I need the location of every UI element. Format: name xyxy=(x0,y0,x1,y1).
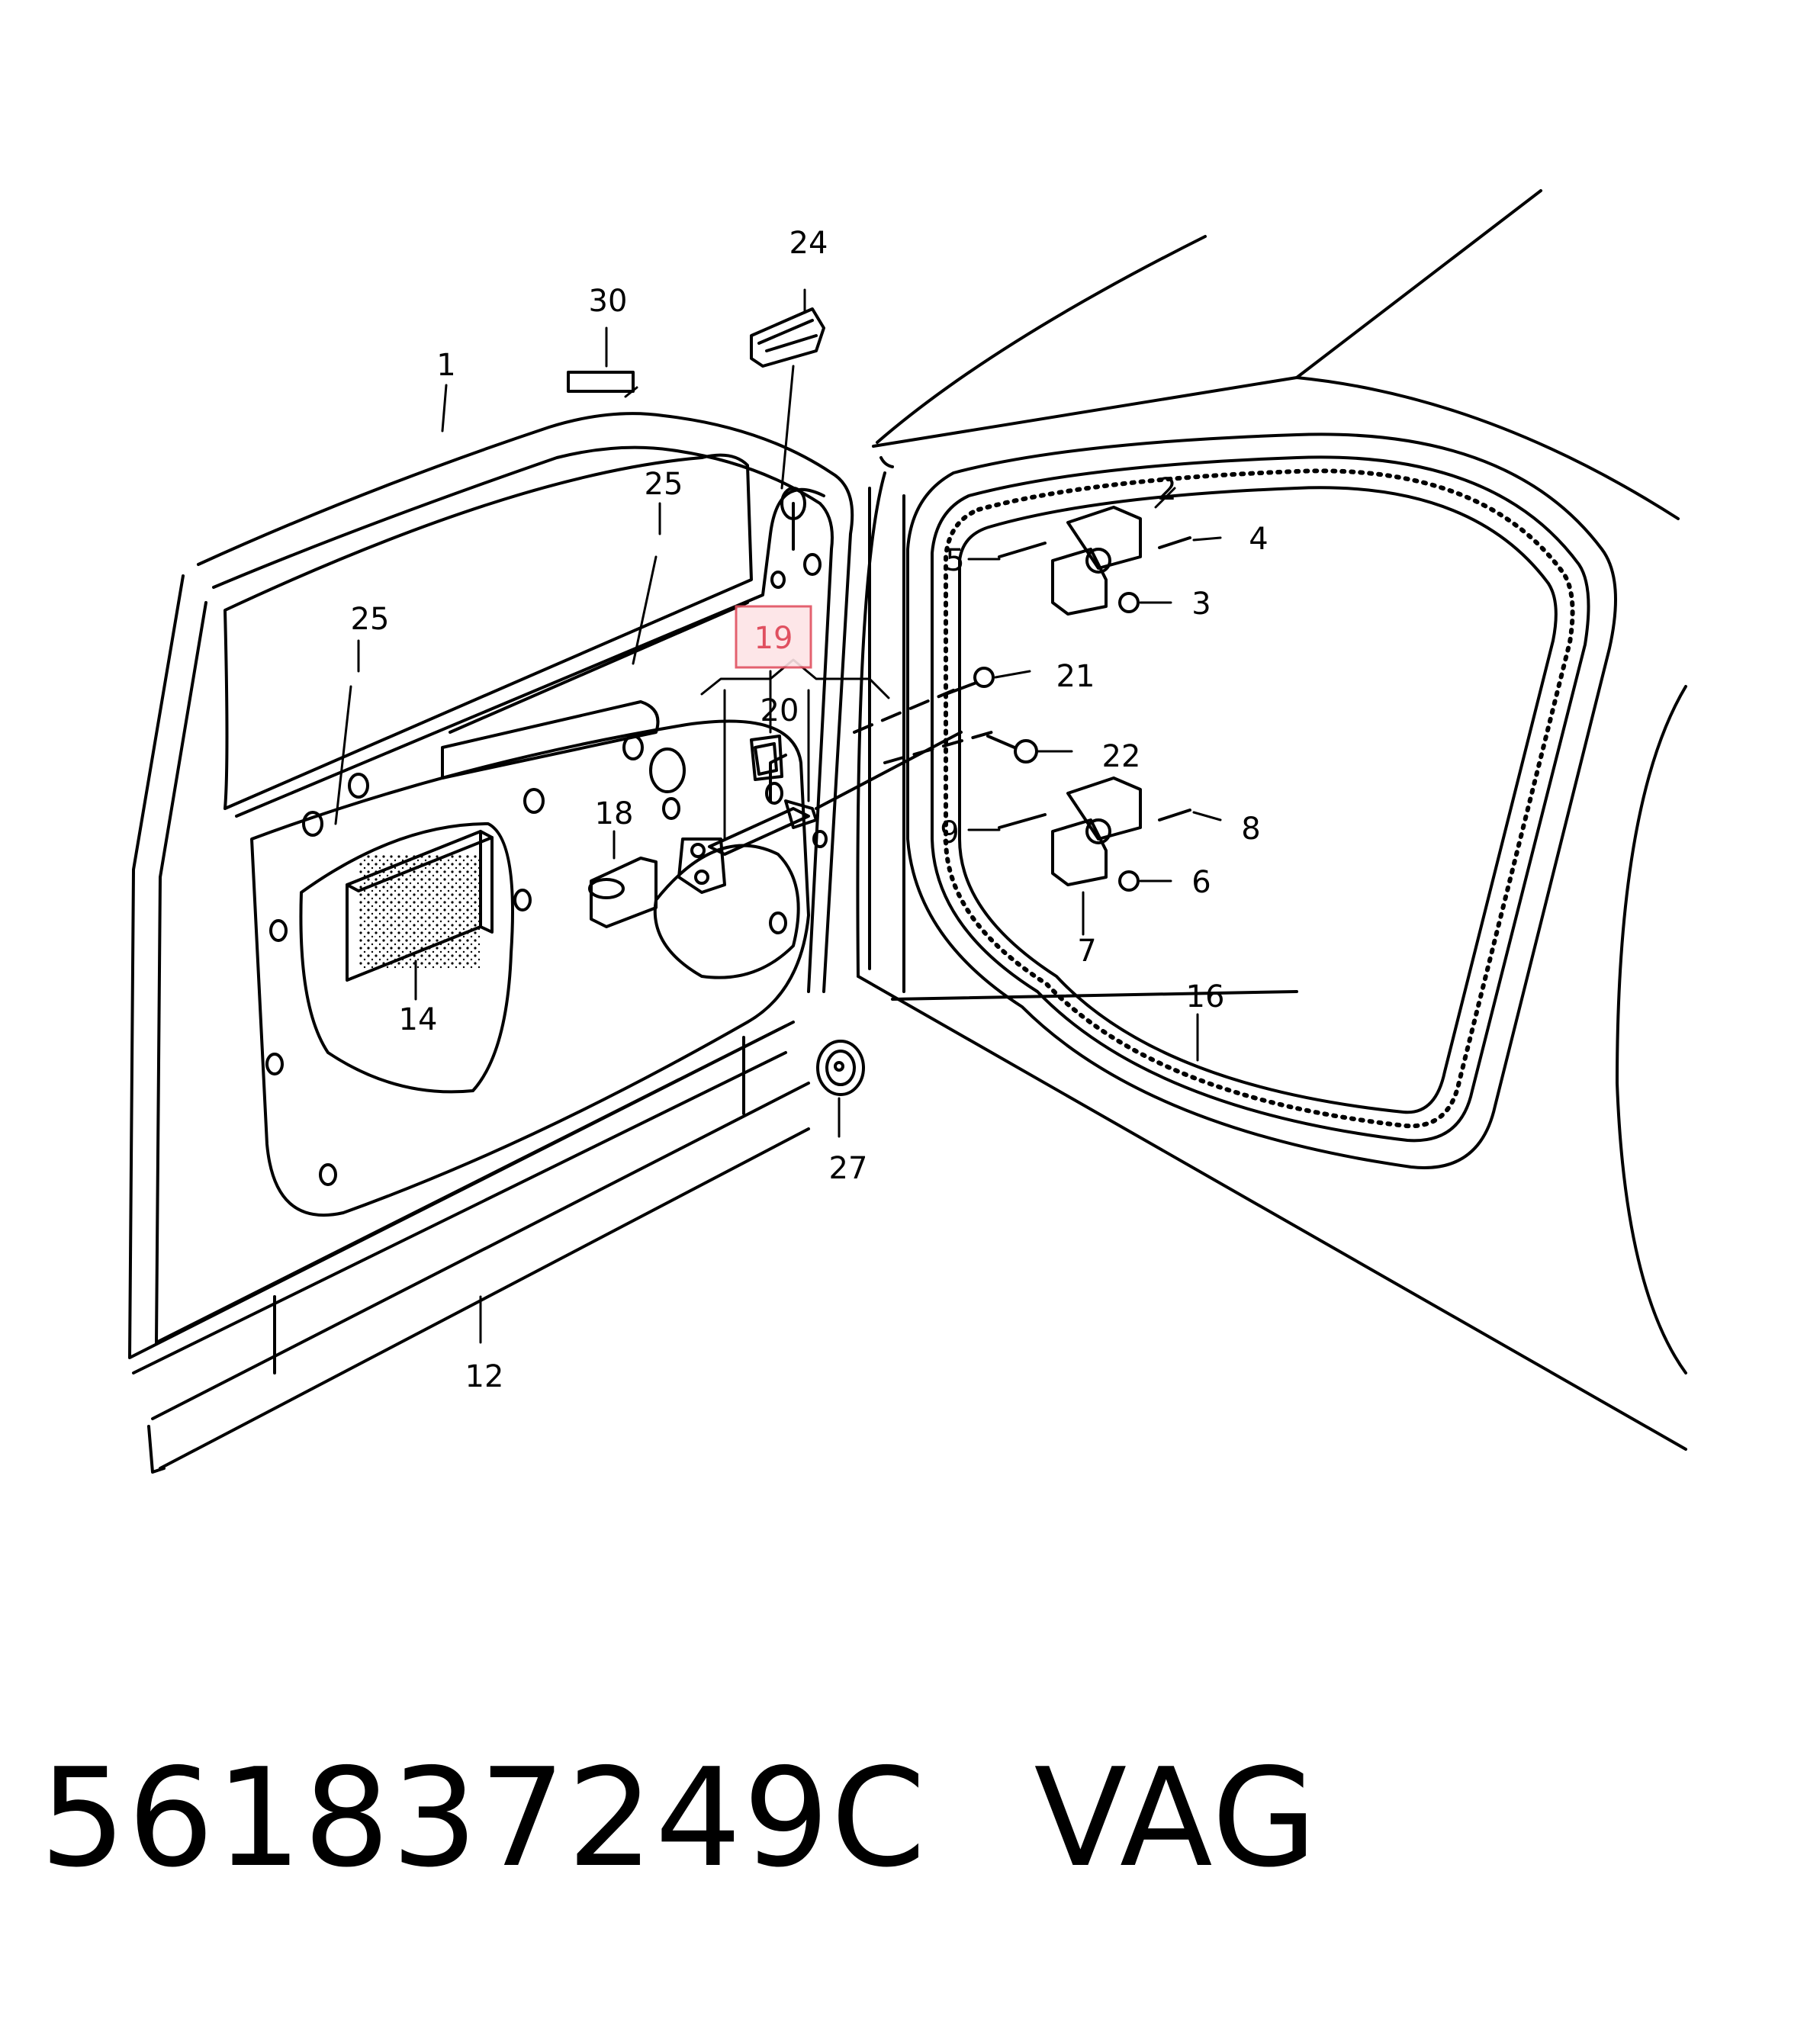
callout-22[interactable]: 22 xyxy=(1102,739,1141,774)
lower-hinge xyxy=(998,776,1191,892)
callout-2[interactable]: 2 xyxy=(1157,472,1176,507)
callout-16[interactable]: 16 xyxy=(1186,979,1225,1014)
upper-hinge xyxy=(998,506,1191,616)
screws xyxy=(853,667,1038,764)
leader-lines xyxy=(334,288,1222,1344)
door-shell xyxy=(128,412,854,1474)
callout-25a[interactable]: 25 xyxy=(645,467,683,502)
callout-18[interactable]: 18 xyxy=(595,796,634,831)
plug-24 xyxy=(750,307,825,368)
door-inner-panel xyxy=(250,700,810,1217)
callout-12[interactable]: 12 xyxy=(465,1359,504,1394)
callout-7[interactable]: 7 xyxy=(1077,934,1096,969)
part-number: 561837249C xyxy=(40,1739,928,1897)
callout-5[interactable]: 5 xyxy=(945,543,964,578)
door-check-strap xyxy=(677,731,963,894)
panel-holes xyxy=(265,487,828,1186)
callout-1[interactable]: 1 xyxy=(436,348,455,383)
callout-21[interactable]: 21 xyxy=(1056,659,1095,694)
brand-name: VAG xyxy=(1034,1739,1319,1897)
callout-4[interactable]: 4 xyxy=(1249,522,1268,557)
callout-6[interactable]: 6 xyxy=(1191,865,1211,900)
grommet xyxy=(816,1040,865,1096)
callout-8[interactable]: 8 xyxy=(1241,812,1260,847)
callout-14[interactable]: 14 xyxy=(399,1002,438,1037)
callout-9[interactable]: 9 xyxy=(940,815,959,850)
callout-24[interactable]: 24 xyxy=(789,226,828,261)
callout-19[interactable]: 19 xyxy=(754,621,793,656)
callout-30[interactable]: 30 xyxy=(589,284,628,319)
door-seal xyxy=(906,432,1617,1169)
callout-27[interactable]: 27 xyxy=(829,1151,868,1186)
car-body-outline xyxy=(856,189,1687,1451)
door-parts-diagram: 1 2 3 4 5 6 7 8 9 12 14 16 18 19 20 21 2… xyxy=(128,189,1687,1474)
callout-3[interactable]: 3 xyxy=(1191,587,1211,622)
seal-20 xyxy=(750,735,783,781)
window-switch xyxy=(588,857,658,928)
callout-20[interactable]: 20 xyxy=(760,693,799,728)
highlight-box-19 xyxy=(735,605,812,669)
callout-25b[interactable]: 25 xyxy=(351,602,390,637)
insulation-pad xyxy=(346,830,494,982)
sticker-30 xyxy=(567,371,635,393)
